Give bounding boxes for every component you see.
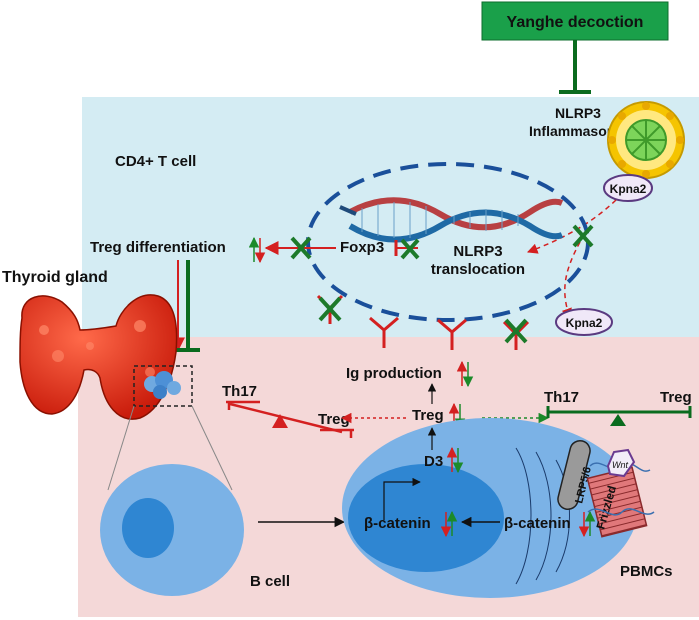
- d3-updown-icon: [446, 446, 464, 474]
- kpna2-top-badge: [603, 174, 653, 202]
- antibody-icon: [502, 320, 530, 350]
- balance-right-icon: [546, 406, 692, 426]
- lrp56-receptor-icon: [557, 439, 591, 511]
- cd4-t-cell-label: CD4+ T cell: [115, 153, 196, 170]
- green-x-icon: [504, 318, 528, 344]
- b-cell-label: B cell: [250, 573, 290, 590]
- treg-center-label: Treg: [412, 407, 444, 424]
- bcat-cytoplasm-label: β-catenin: [504, 515, 571, 532]
- inflammasome-icon: [607, 101, 685, 179]
- drug-label: Yanghe decoction: [507, 14, 644, 31]
- kpna2-top-label: Kpna2: [610, 182, 647, 196]
- dna-helix-icon: [339, 197, 564, 243]
- b-cell-nucleus: [122, 498, 174, 558]
- nlrp3-translocation-line2: translocation: [431, 261, 525, 278]
- th17-left-label: Th17: [222, 383, 257, 400]
- kpna2-export-arrow: [561, 241, 581, 319]
- pbmc-nucleus: [348, 464, 504, 572]
- d3-label: D3: [424, 453, 443, 470]
- pbmcs-label: PBMCs: [620, 563, 673, 580]
- cd4-t-cell-region: [82, 97, 699, 337]
- th17-right-label: Th17: [544, 389, 579, 406]
- wnt-label: Wnt: [612, 460, 629, 470]
- membrane-arc: [535, 451, 552, 581]
- receptor-tether: [587, 508, 655, 516]
- green-x-icon: [400, 238, 420, 260]
- antibody-icon: [437, 318, 467, 350]
- ig-updown-icon: [456, 360, 474, 388]
- bcat-cyto-updown-icon: [578, 510, 596, 538]
- zoom-box: [133, 365, 193, 407]
- membrane-arc: [555, 459, 570, 573]
- zoom-line-left: [107, 405, 135, 491]
- treg-differentiation-label: Treg differentiation: [90, 239, 226, 256]
- bcat-nucleus-updown-icon: [440, 510, 458, 538]
- zoom-line-right: [191, 405, 233, 491]
- nlrp3-label-line1: NLRP3: [555, 105, 601, 121]
- green-x-icon: [290, 236, 312, 260]
- nlrp3-translocation-line1: NLRP3: [453, 243, 502, 260]
- treg-right-label: Treg: [660, 389, 692, 406]
- kpna2-bottom-label: Kpna2: [566, 316, 603, 330]
- treg-left-label: Treg: [318, 411, 350, 428]
- kpna2-bottom-badge: [555, 308, 613, 336]
- green-x-icon: [318, 296, 342, 322]
- ig-production-label: Ig production: [346, 365, 442, 382]
- green-x-icon: [572, 224, 594, 248]
- nlrp3-label-line2: Inflammasome: [529, 123, 627, 139]
- foxp3-label: Foxp3: [340, 239, 384, 256]
- bcat-nucleus-label: β-catenin: [364, 515, 431, 532]
- antibody-icon: [369, 316, 399, 348]
- wnt-ligand-icon: [606, 448, 636, 478]
- membrane-arc: [515, 447, 532, 585]
- kpna2-to-nucleus-arrow: [527, 199, 617, 254]
- b-cell-cluster-icon: [144, 371, 181, 399]
- thyroid-label: Thyroid gland: [2, 269, 108, 286]
- balance-left-icon: [226, 400, 354, 438]
- thyroid-gland-icon: [19, 294, 178, 420]
- bcat-to-d3-arrow: [383, 477, 421, 520]
- treg-diff-updown-icon: [248, 236, 266, 264]
